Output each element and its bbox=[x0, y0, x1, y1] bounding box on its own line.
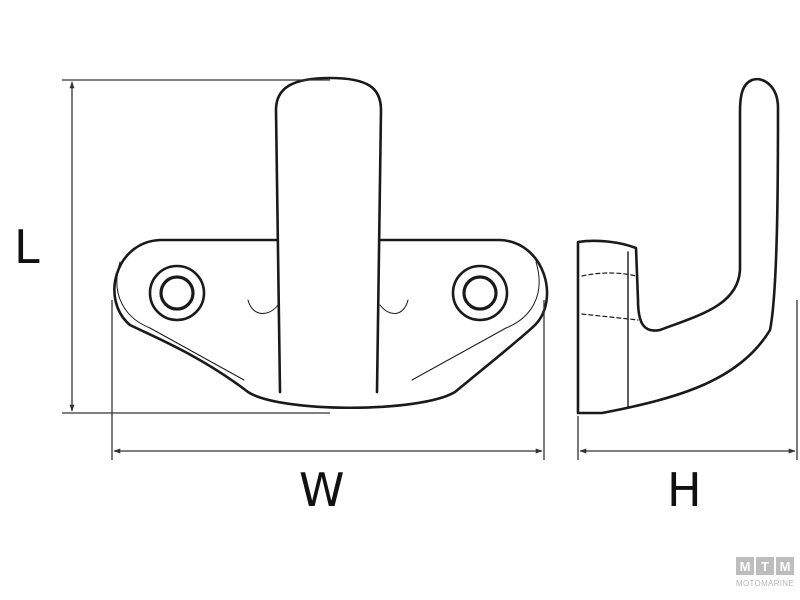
screw-hole-left bbox=[148, 264, 206, 322]
watermark-letter-3: M bbox=[780, 559, 791, 574]
width-label: W bbox=[299, 463, 344, 517]
side-hidden-line-bottom bbox=[581, 313, 639, 321]
side-hidden-line-top bbox=[581, 272, 637, 277]
watermark-letter-1: M bbox=[740, 559, 751, 574]
front-view bbox=[113, 76, 549, 409]
fillet-hint-right bbox=[379, 299, 409, 314]
watermark-box-2 bbox=[756, 557, 774, 575]
side-view bbox=[576, 77, 780, 415]
height-label: H bbox=[667, 463, 702, 517]
screw-hole-right bbox=[451, 264, 509, 322]
base-plate-inner-edge-right bbox=[411, 261, 540, 381]
watermark-subtitle: MOTOMARINE bbox=[736, 579, 794, 588]
side-profile-outline bbox=[576, 77, 780, 415]
watermark-box-3 bbox=[776, 557, 794, 575]
length-label: L bbox=[14, 220, 40, 274]
watermark-logo: M T M MOTOMARINE bbox=[736, 557, 794, 588]
dimension-lines bbox=[62, 79, 798, 460]
watermark-box-1 bbox=[736, 557, 754, 575]
fillet-hint-left bbox=[247, 299, 279, 314]
hook-post bbox=[274, 76, 383, 394]
watermark-letter-2: T bbox=[761, 559, 769, 574]
base-plate-inner-edge bbox=[116, 261, 245, 381]
